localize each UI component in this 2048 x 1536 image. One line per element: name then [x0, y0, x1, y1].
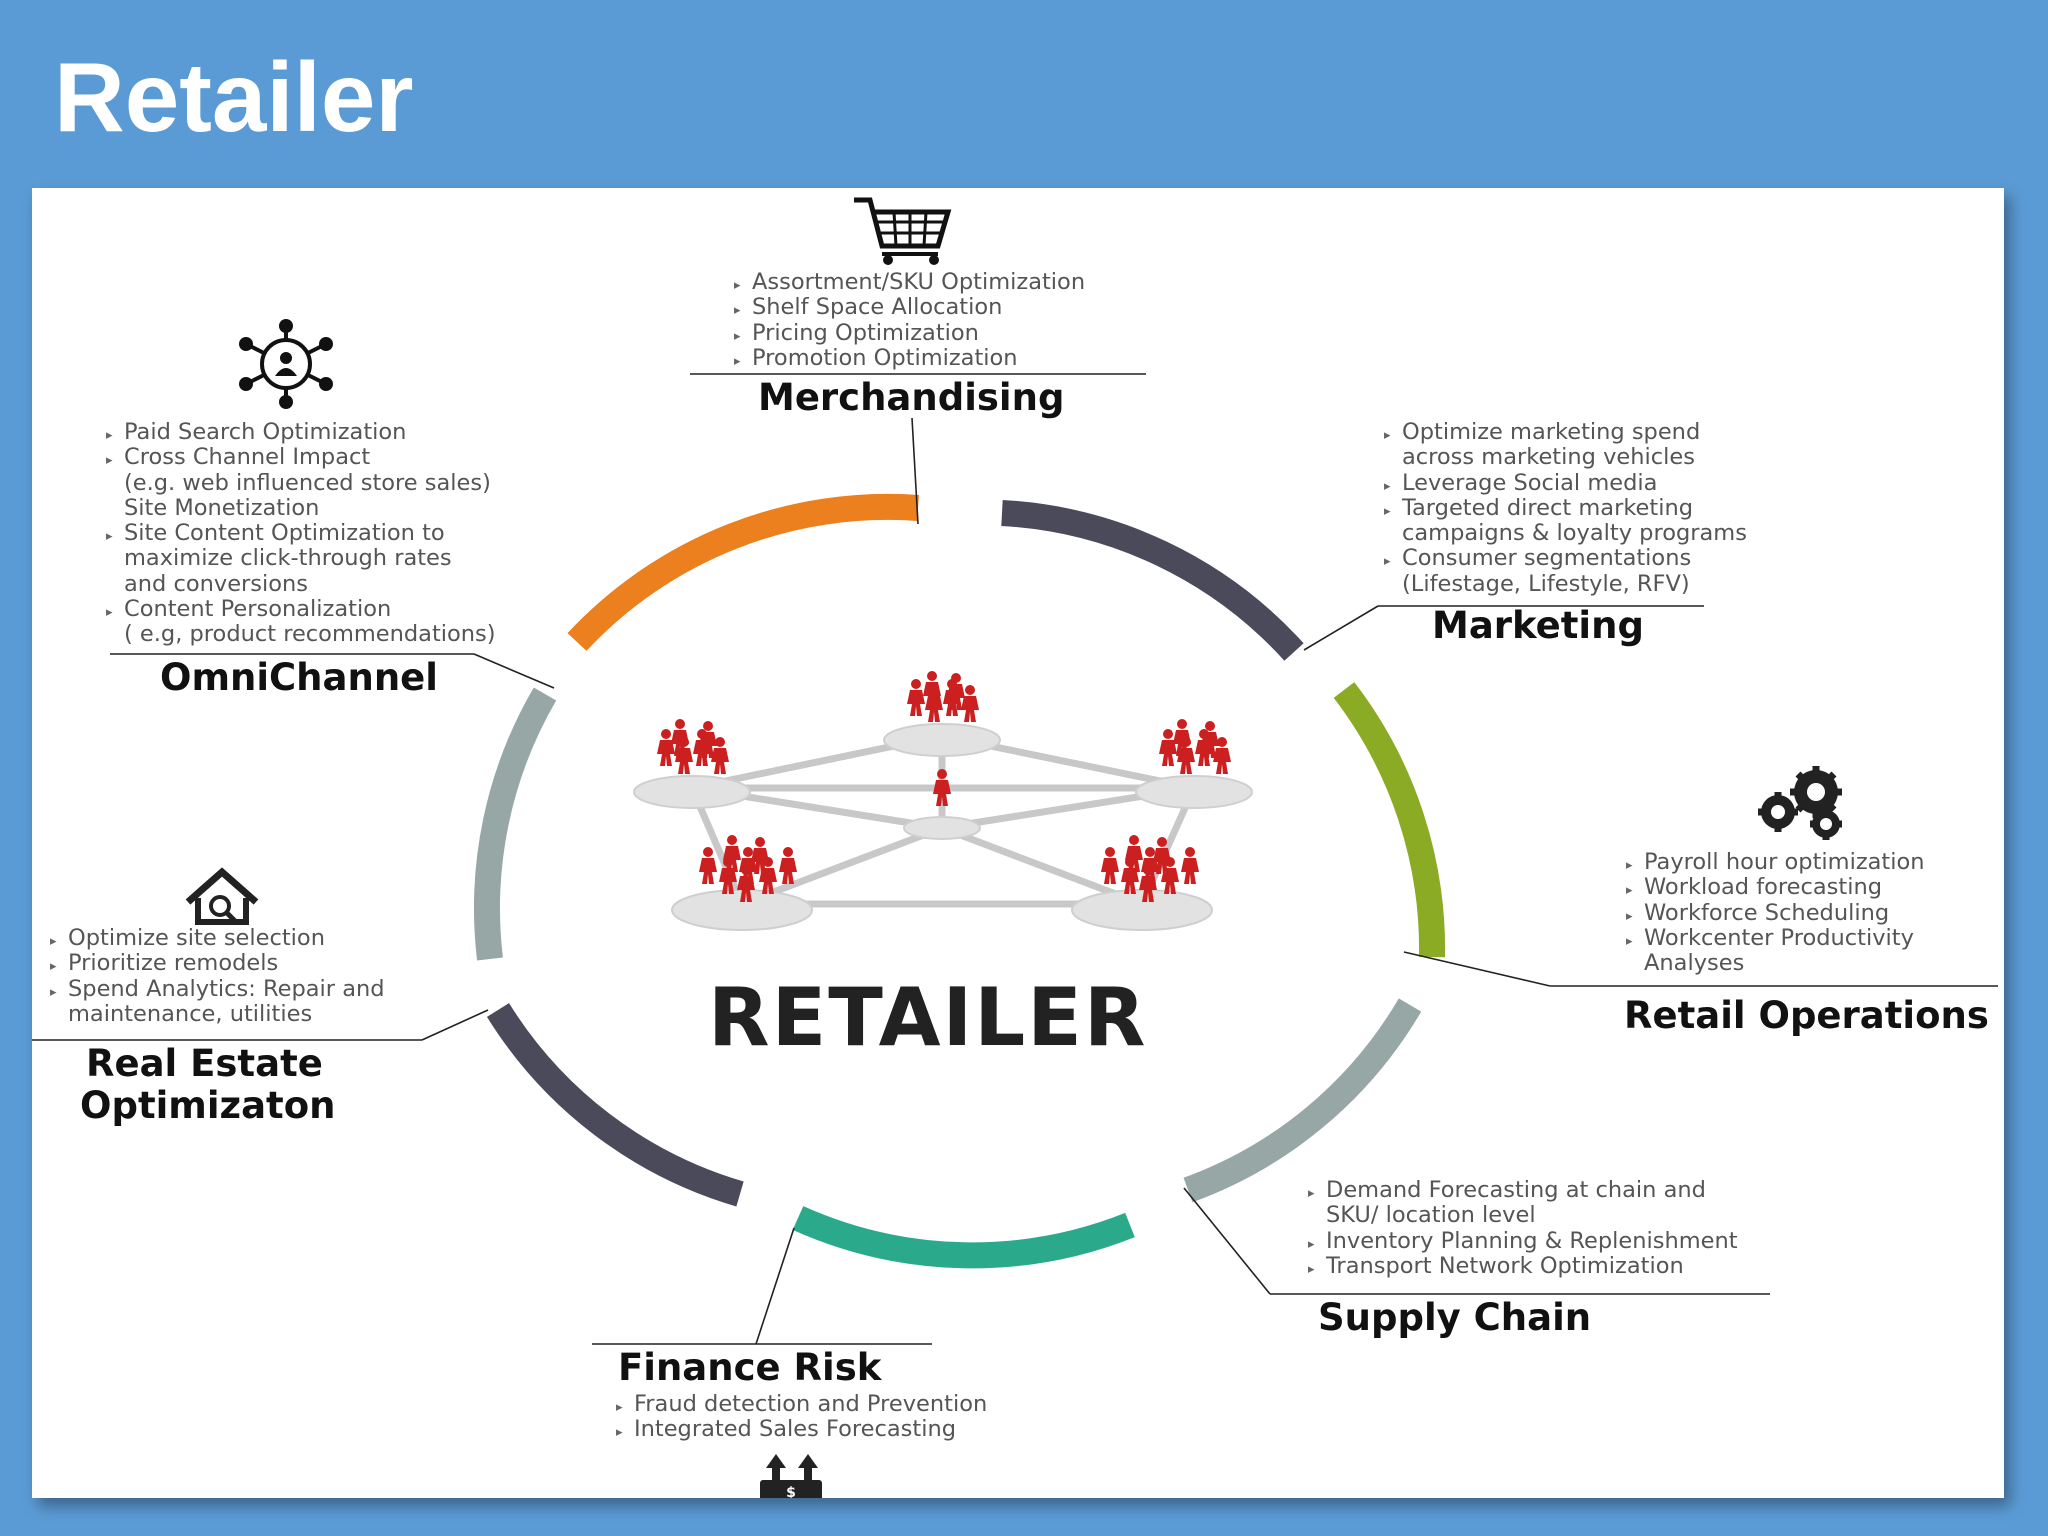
diagram-panel: $ Assortment/SKU Optimization Shelf Spac… [32, 188, 2004, 1498]
list-item: Pricing Optimization [734, 320, 1085, 349]
arc-real-estate [486, 1003, 744, 1207]
omnichannel-list: Paid Search Optimization Cross Channel I… [106, 419, 496, 648]
real-estate-title-line2: Optimizaton [80, 1084, 336, 1127]
person-figure [1159, 729, 1177, 766]
marketing-list: Optimize marketing spend across marketin… [1384, 419, 1747, 597]
gears-icon [1758, 766, 1842, 840]
person-figure [907, 679, 925, 716]
marketing-title: Marketing [1432, 604, 1644, 647]
list-item: Promotion Optimization [734, 345, 1085, 374]
list-item: Transport Network Optimization [1308, 1253, 1738, 1282]
real-estate-connector [421, 1009, 489, 1041]
merchandising-connector [911, 417, 919, 525]
person-figure [657, 729, 675, 766]
person-figure [1213, 737, 1231, 774]
network-hub-icon [239, 319, 333, 409]
person-figure [1181, 847, 1199, 884]
person-figure [1139, 865, 1157, 902]
list-item: Leverage Social media [1384, 470, 1747, 499]
finance-risk-title: Finance Risk [618, 1346, 882, 1389]
list-item: Content Personalization ( e.g, product r… [106, 597, 496, 648]
real-estate-list: Optimize site selection Prioritize remod… [50, 925, 385, 1028]
person-figure [1201, 721, 1219, 758]
arc-finance-risk [792, 1206, 1135, 1269]
person-figure [923, 671, 941, 708]
merchandising-list: Assortment/SKU Optimization Shelf Space … [734, 269, 1085, 374]
arc-marketing [1001, 500, 1304, 661]
list-item: Integrated Sales Forecasting [616, 1416, 987, 1445]
list-item: Payroll hour optimization [1626, 849, 1925, 878]
list-item: Fraud detection and Prevention [616, 1391, 987, 1420]
omnichannel-title: OmniChannel [160, 656, 438, 699]
retail-operations-connector [1403, 951, 1551, 987]
list-item: Shelf Space Allocation [734, 294, 1085, 323]
list-item: Site Content Optimization to maximize cl… [106, 521, 496, 597]
center-label: RETAILER [708, 971, 1148, 1064]
finance-risk-list: Fraud detection and Prevention Integrate… [616, 1391, 987, 1446]
person-figure [1153, 837, 1171, 874]
list-item: Inventory Planning & Replenishment [1308, 1228, 1738, 1257]
person-figure [699, 721, 717, 758]
omnichannel-connector [473, 653, 555, 689]
person-figure [1101, 847, 1119, 884]
shopping-cart-icon [854, 197, 952, 265]
slide-title: Retailer [54, 42, 414, 152]
money-arrows-icon: $ [760, 1454, 822, 1498]
list-item: Consumer segmentations (Lifestage, Lifes… [1384, 546, 1747, 597]
merchandising-title: Merchandising [758, 376, 1065, 419]
list-item: Cross Channel Impact (e.g. web influence… [106, 445, 496, 521]
diagram-graphics: $ [32, 197, 1998, 1498]
person-figure [961, 685, 979, 722]
real-estate-title-line1: Real Estate [86, 1042, 323, 1085]
person-figure [1125, 835, 1143, 872]
list-item: Workforce Scheduling [1626, 900, 1925, 929]
svg-text:$: $ [786, 1485, 796, 1498]
retail-operations-list: Payroll hour optimization Workload forec… [1626, 849, 1925, 977]
person-figure [933, 769, 951, 806]
arc-omnichannel [473, 687, 557, 961]
person-figure [723, 835, 741, 872]
retail-operations-title: Retail Operations [1624, 994, 1989, 1037]
list-item: Paid Search Optimization [106, 419, 496, 448]
arc-merchandising [567, 493, 919, 651]
marketing-connector [1303, 605, 1379, 651]
list-item: Prioritize remodels [50, 950, 385, 979]
list-item: Assortment/SKU Optimization [734, 269, 1085, 298]
people-network-illustration [633, 671, 1253, 931]
arc-retail-operations [1333, 682, 1446, 958]
person-figure [1173, 719, 1191, 756]
arc-supply-chain [1183, 998, 1422, 1203]
supply-chain-title: Supply Chain [1318, 1296, 1592, 1339]
supply-chain-connector [1183, 1187, 1271, 1295]
house-search-icon [185, 867, 259, 925]
person-figure [699, 847, 717, 884]
person-figure [779, 847, 797, 884]
person-figure [751, 837, 769, 874]
list-item: Spend Analytics: Repair and maintenance,… [50, 976, 385, 1028]
finance-risk-connector [755, 1227, 795, 1345]
person-figure [711, 737, 729, 774]
list-item: Workload forecasting [1626, 874, 1925, 903]
list-item: Optimize site selection [50, 925, 385, 954]
list-item: Workcenter Productivity Analyses [1626, 925, 1925, 977]
list-item: Demand Forecasting at chain and SKU/ loc… [1308, 1177, 1738, 1229]
person-figure [947, 673, 965, 710]
person-figure [737, 865, 755, 902]
list-item: Optimize marketing spend across marketin… [1384, 419, 1747, 471]
supply-chain-list: Demand Forecasting at chain and SKU/ loc… [1308, 1177, 1738, 1282]
person-figure [671, 719, 689, 756]
list-item: Targeted direct marketing campaigns & lo… [1384, 495, 1747, 547]
